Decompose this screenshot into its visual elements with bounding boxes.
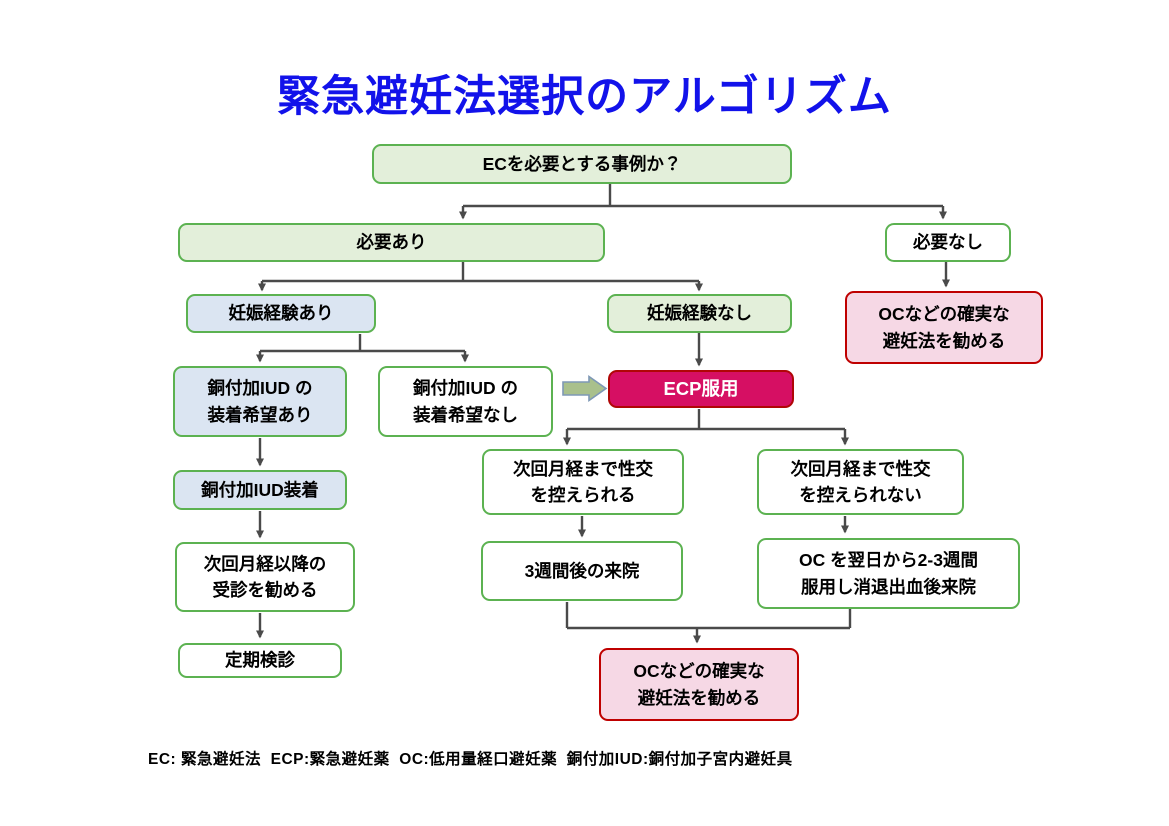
node-abstain-yes: 次回月経まで性交 を控えられる xyxy=(482,449,684,515)
node-checkup: 定期検診 xyxy=(178,643,342,678)
node-oc-recommend-right: OCなどの確実な 避妊法を勧める xyxy=(845,291,1043,364)
edge-ecp-split xyxy=(567,409,845,431)
node-preg-no: 妊娠経験なし xyxy=(607,294,792,333)
node-abstain-no: 次回月経まで性交 を控えられない xyxy=(757,449,964,515)
node-ecp: ECP服用 xyxy=(608,370,794,408)
node-next-visit: 次回月経以降の 受診を勧める xyxy=(175,542,355,612)
edge-pregyes-split xyxy=(260,334,465,353)
page-title: 緊急避妊法選択のアルゴリズム xyxy=(277,73,892,121)
edge-top-split xyxy=(463,184,943,208)
node-ec-needed: ECを必要とする事例か？ xyxy=(372,144,792,184)
ecp-pointer-arrow-icon xyxy=(562,374,608,403)
node-preg-yes: 妊娠経験あり xyxy=(186,294,376,333)
node-need-yes: 必要あり xyxy=(178,223,605,262)
node-visit-3weeks: 3週間後の来院 xyxy=(481,541,683,601)
node-iud-want-no: 銅付加IUD の 装着希望なし xyxy=(378,366,553,437)
edge-converge xyxy=(565,602,852,630)
edge-needyes-split xyxy=(262,262,699,283)
legend-text: EC: 緊急避妊法 ECP:緊急避妊薬 OC:低用量経口避妊薬 銅付加IUD:銅… xyxy=(148,751,793,768)
node-iud-fit: 銅付加IUD装着 xyxy=(173,470,347,510)
node-need-no: 必要なし xyxy=(885,223,1011,262)
node-iud-want-yes: 銅付加IUD の 装着希望あり xyxy=(173,366,347,437)
node-oc-2-3weeks: OC を翌日から2-3週間 服用し消退出血後来院 xyxy=(757,538,1020,609)
node-oc-recommend-bottom: OCなどの確実な 避妊法を勧める xyxy=(599,648,799,721)
